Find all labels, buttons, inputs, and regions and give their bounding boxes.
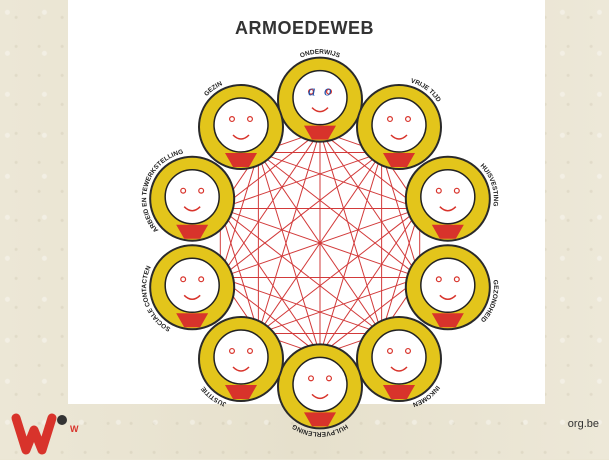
face-icon	[421, 258, 475, 312]
face-icon	[214, 330, 268, 384]
face-icon	[293, 71, 347, 125]
face-icon	[421, 170, 475, 224]
node-gezin: GEZIN	[177, 63, 283, 169]
face-icon	[165, 170, 219, 224]
face-icon	[372, 330, 426, 384]
node-vrije-tijd: VRIJE TIJD	[357, 63, 463, 169]
site-url[interactable]: org.be	[568, 418, 599, 430]
face-icon	[165, 258, 219, 312]
face-icon	[214, 98, 268, 152]
web-line	[258, 153, 320, 355]
face-icon	[372, 98, 426, 152]
footer-bar: W org.be	[0, 404, 609, 459]
web-line	[258, 153, 419, 278]
web-line	[220, 208, 381, 333]
logo-letter: W	[70, 424, 79, 434]
face-letter-o: o	[324, 84, 332, 100]
face-letter-a: a	[308, 84, 316, 100]
logo-icon: W	[10, 410, 90, 460]
